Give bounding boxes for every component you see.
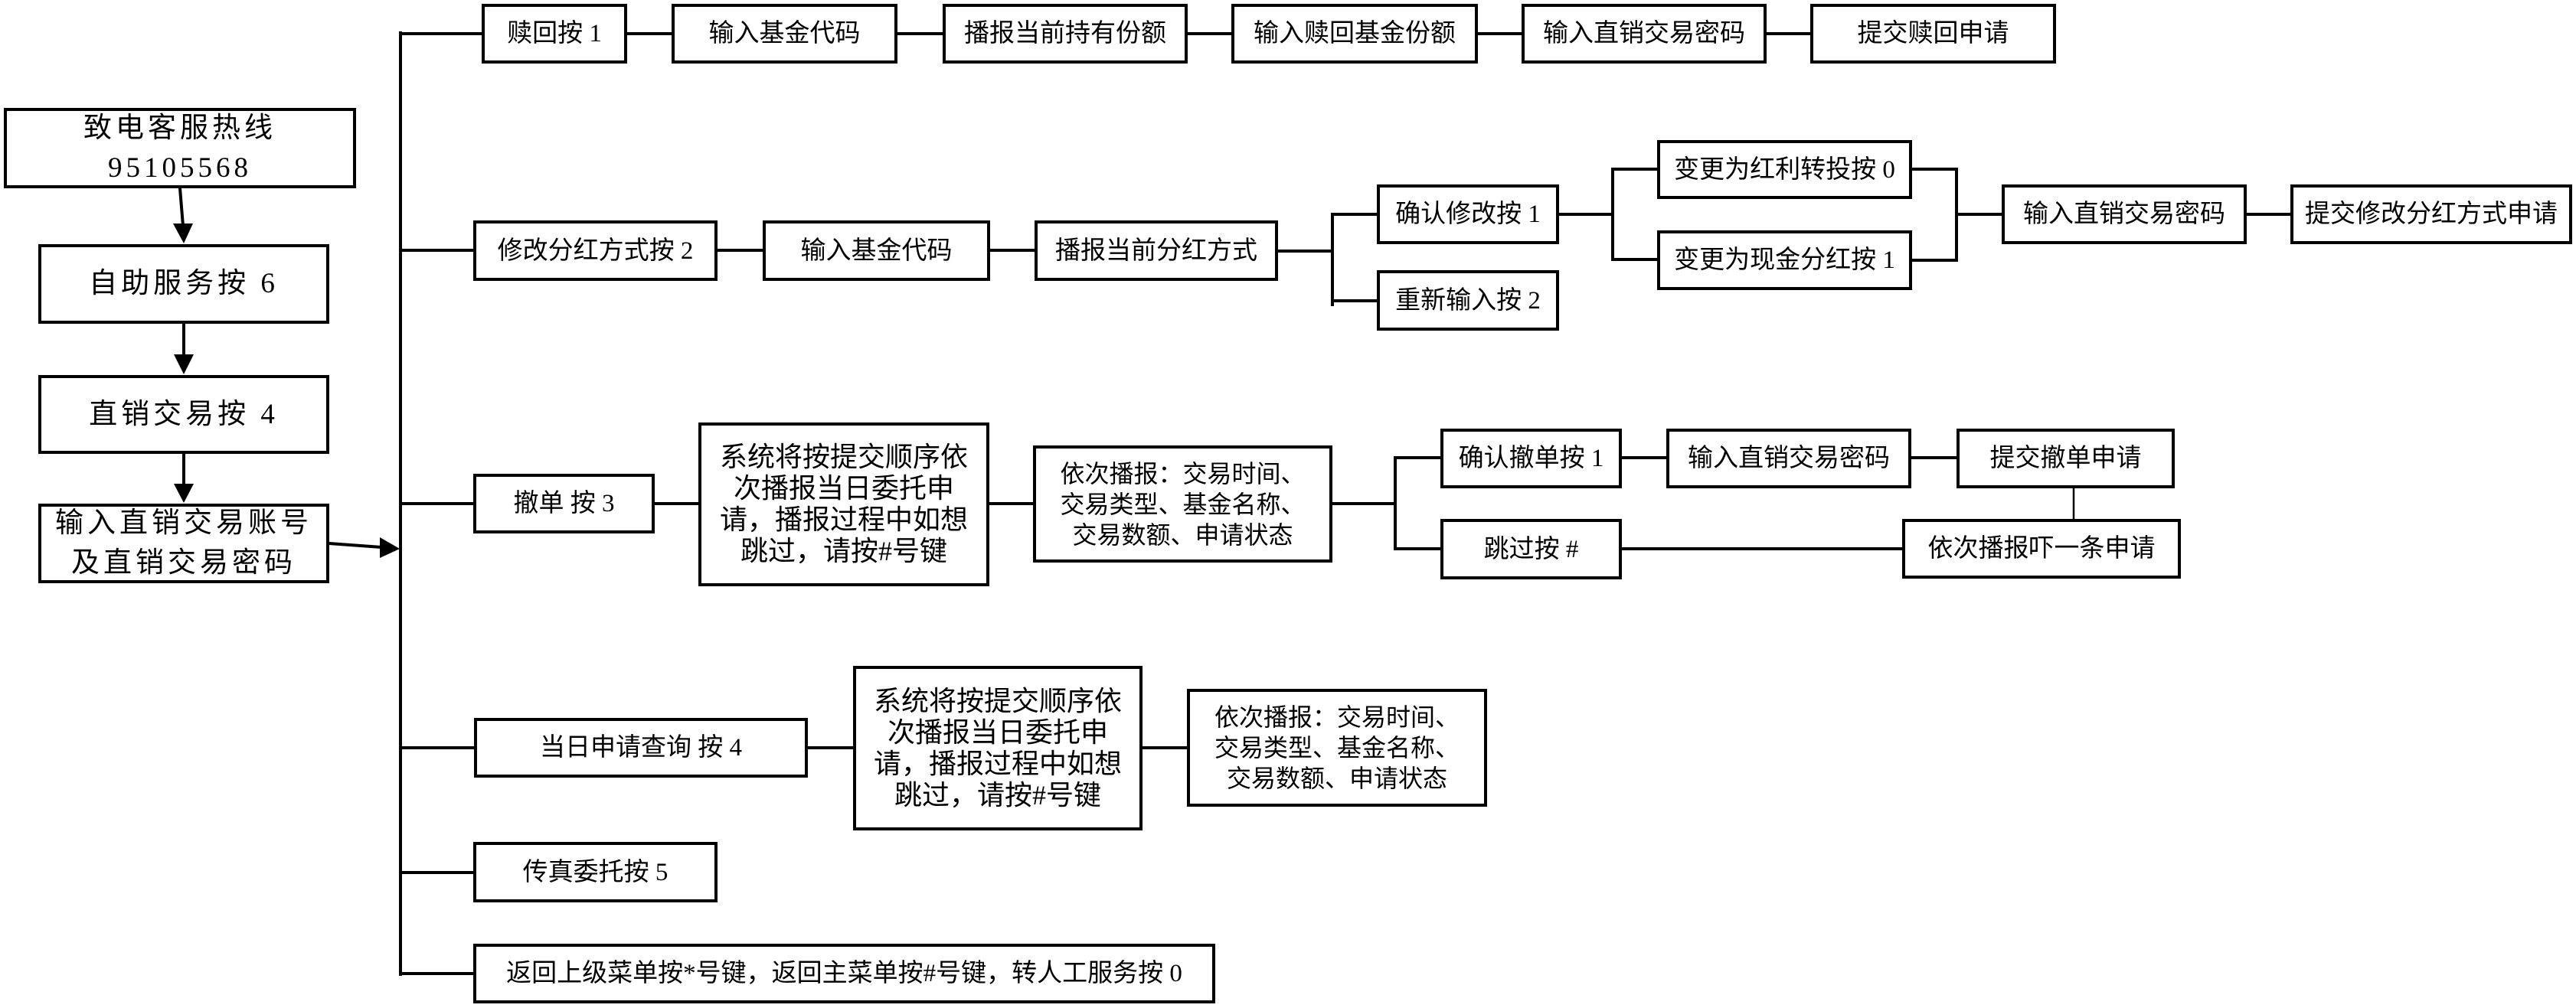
cancel-broadcast-line: 交易类型、基金名称、 [1060, 490, 1306, 518]
query-entry-label: 当日申请查询 按 4 [540, 734, 742, 762]
redeem-holdings-label: 播报当前持有份额 [964, 20, 1166, 47]
query-broadcast-line: 依次播报：交易时间、 [1214, 703, 1460, 731]
arrowhead-down-icon [174, 354, 194, 374]
dividend-password-box: 输入直销交易密码 [2002, 184, 2247, 244]
query-system-note-line: 跳过，请按#号键 [894, 779, 1101, 811]
self-service-box: 自助服务按 6 [38, 244, 329, 324]
login-box: 输入直销交易账号 及直销交易密码 [38, 504, 329, 583]
arrow-login-to-menu [327, 541, 384, 550]
redeem-amount-box: 输入赎回基金份额 [1231, 4, 1478, 64]
cancel-system-note-line: 次播报当日委托申 [733, 473, 954, 504]
dividend-current-label: 播报当前分红方式 [1055, 237, 1257, 265]
redeem-password-box: 输入直销交易密码 [1522, 4, 1767, 64]
cancel-confirm-label: 确认撤单按 1 [1458, 445, 1604, 472]
arrowhead-right-icon [380, 537, 400, 558]
dividend-submit-box: 提交修改分红方式申请 [2290, 184, 2572, 244]
dividend-cash-label: 变更为现金分红按 1 [1674, 246, 1895, 274]
query-system-note-line: 请，播报过程中如想 [873, 748, 1122, 779]
login-line-1: 输入直销交易账号 [55, 507, 312, 539]
navigation-label: 返回上级菜单按*号键，返回主菜单按#号键，转人工服务按 0 [506, 960, 1182, 987]
cancel-broadcast-box: 依次播报：交易时间、 交易类型、基金名称、 交易数额、申请状态 [1033, 445, 1332, 563]
query-broadcast-box: 依次播报：交易时间、 交易类型、基金名称、 交易数额、申请状态 [1187, 689, 1487, 807]
redeem-entry-label: 赎回按 1 [507, 20, 602, 47]
dividend-cash-box: 变更为现金分红按 1 [1657, 230, 1912, 290]
login-line-2: 及直销交易密码 [71, 547, 296, 579]
self-service-label: 自助服务按 6 [89, 268, 279, 299]
fax-entry-box: 传真委托按 5 [473, 842, 718, 902]
redeem-fund-code-box: 输入基金代码 [672, 4, 897, 64]
dividend-password-label: 输入直销交易密码 [2023, 201, 2225, 228]
navigation-box: 返回上级菜单按*号键，返回主菜单按#号键，转人工服务按 0 [473, 944, 1215, 1003]
dividend-entry-label: 修改分红方式按 2 [497, 237, 694, 265]
dividend-reenter-box: 重新输入按 2 [1377, 270, 1559, 331]
cancel-entry-box: 撤单 按 3 [473, 474, 655, 533]
cancel-skip-label: 跳过按 # [1483, 535, 1579, 563]
dividend-entry-box: 修改分红方式按 2 [473, 220, 718, 281]
query-entry-box: 当日申请查询 按 4 [474, 718, 808, 778]
cancel-broadcast-line: 依次播报：交易时间、 [1060, 459, 1306, 488]
cancel-password-box: 输入直销交易密码 [1666, 429, 1911, 488]
dividend-confirm-label: 确认修改按 1 [1395, 201, 1541, 228]
query-broadcast-line: 交易类型、基金名称、 [1214, 734, 1460, 762]
redeem-entry-box: 赎回按 1 [482, 4, 627, 64]
query-system-note-line: 次播报当日委托申 [887, 716, 1108, 748]
query-broadcast-line: 交易数额、申请状态 [1226, 765, 1447, 792]
cancel-system-note-line: 请，播报过程中如想 [719, 504, 968, 535]
cancel-confirm-box: 确认撤单按 1 [1440, 429, 1622, 488]
dividend-fund-code-label: 输入基金代码 [800, 237, 953, 265]
dividend-current-box: 播报当前分红方式 [1035, 220, 1278, 281]
redeem-submit-label: 提交赎回申请 [1857, 20, 2009, 47]
arrowhead-down-icon [173, 223, 193, 243]
hotline-label: 致电客服热线 [83, 112, 276, 144]
cancel-system-note-line: 系统将按提交顺序依 [719, 442, 968, 472]
cancel-broadcast-line: 交易数额、申请状态 [1072, 520, 1293, 549]
dividend-reenter-label: 重新输入按 2 [1395, 286, 1541, 315]
cancel-system-note-box: 系统将按提交顺序依 次播报当日委托申 请，播报过程中如想 跳过，请按#号键 [698, 422, 989, 586]
dividend-confirm-box: 确认修改按 1 [1377, 184, 1559, 244]
redeem-password-label: 输入直销交易密码 [1543, 20, 1745, 47]
query-system-note-box: 系统将按提交顺序依 次播报当日委托申 请，播报过程中如想 跳过，请按#号键 [853, 666, 1143, 830]
cancel-system-note-line: 跳过，请按#号键 [740, 536, 947, 566]
hotline-number: 95105568 [108, 152, 252, 184]
redeem-submit-box: 提交赎回申请 [1810, 4, 2056, 64]
direct-trade-box: 直销交易按 4 [38, 375, 329, 454]
query-system-note-line: 系统将按提交顺序依 [873, 685, 1122, 716]
redeem-holdings-box: 播报当前持有份额 [943, 4, 1188, 64]
hotline-box: 致电客服热线 95105568 [4, 108, 356, 188]
dividend-reinvest-label: 变更为红利转投按 0 [1674, 155, 1895, 184]
redeem-amount-label: 输入赎回基金份额 [1254, 20, 1456, 47]
cancel-skip-box: 跳过按 # [1440, 519, 1622, 579]
cancel-submit-label: 提交撤单申请 [1989, 445, 2142, 472]
redeem-fund-code-label: 输入基金代码 [708, 20, 861, 47]
fax-entry-label: 传真委托按 5 [522, 858, 669, 886]
direct-trade-label: 直销交易按 4 [89, 398, 279, 430]
cancel-password-label: 输入直销交易密码 [1688, 445, 1890, 472]
arrow-hotline-to-self-service [178, 186, 185, 228]
dividend-submit-label: 提交修改分红方式申请 [2305, 201, 2558, 228]
cancel-entry-label: 撤单 按 3 [513, 490, 615, 517]
arrowhead-down-icon [174, 484, 194, 503]
cancel-next-label: 依次播报吓一条申请 [1927, 535, 2156, 563]
dividend-fund-code-box: 输入基金代码 [763, 220, 990, 281]
cancel-submit-box: 提交撤单申请 [1957, 429, 2175, 488]
dividend-reinvest-box: 变更为红利转投按 0 [1657, 140, 1912, 199]
cancel-next-box: 依次播报吓一条申请 [1902, 519, 2181, 579]
